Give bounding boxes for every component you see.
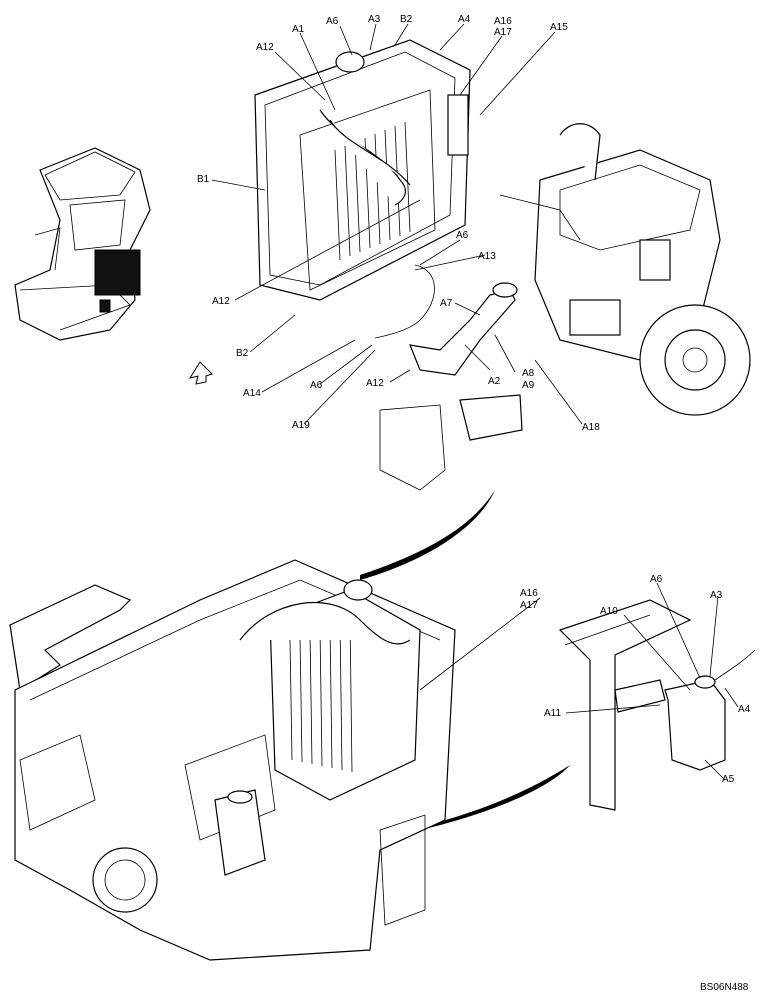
radiator-assembly bbox=[254, 39, 471, 301]
lower-reserve-tank bbox=[214, 789, 266, 876]
callout-a6-top: A6 bbox=[326, 16, 339, 27]
callout-a12-top: A12 bbox=[256, 42, 274, 53]
callout-a14: A14 bbox=[243, 388, 261, 399]
oil-cooler-bracket bbox=[447, 94, 469, 156]
callout-a12-low: A12 bbox=[366, 378, 384, 389]
callout-a17-top: A17 bbox=[494, 27, 512, 38]
drawing-code: BS06N488 bbox=[700, 982, 749, 993]
callout-labels: A1 A6 A3 B2 A4 A16 A17 A15 A12 B1 A6 A13… bbox=[197, 14, 751, 785]
callout-a4-top: A4 bbox=[458, 14, 471, 25]
callout-a6-low: A6 bbox=[310, 380, 323, 391]
callout-a2: A2 bbox=[488, 376, 501, 387]
callout-a15: A15 bbox=[550, 22, 568, 33]
callout-a10: A10 bbox=[600, 606, 618, 617]
callout-b2-mid: B2 bbox=[236, 348, 249, 359]
callout-b1: B1 bbox=[197, 174, 210, 185]
callout-a7: A7 bbox=[440, 298, 453, 309]
machine-overview-inset bbox=[14, 147, 151, 341]
drain-hose bbox=[374, 264, 435, 339]
starter-motor bbox=[569, 299, 621, 336]
callout-a8: A8 bbox=[522, 368, 535, 379]
leader-lines bbox=[211, 23, 739, 781]
callout-a3-top: A3 bbox=[368, 14, 381, 25]
front-direction-arrow bbox=[188, 361, 213, 385]
callout-a3-tank: A3 bbox=[710, 590, 723, 601]
callout-b2-top: B2 bbox=[400, 14, 413, 25]
reserve-tank-cap bbox=[694, 675, 716, 689]
engine-block bbox=[499, 123, 751, 416]
radiator-cap bbox=[335, 51, 365, 73]
lower-radiator-core bbox=[239, 579, 421, 801]
callout-a17-lower: A17 bbox=[520, 600, 538, 611]
tank-bracket bbox=[614, 679, 666, 713]
detail-pointer-upper bbox=[360, 490, 495, 580]
callout-a6-tank: A6 bbox=[650, 574, 663, 585]
callout-a12-mid: A12 bbox=[212, 296, 230, 307]
callout-a4-tank: A4 bbox=[738, 704, 751, 715]
air-intake-pipe bbox=[559, 123, 601, 181]
callout-a6-mid: A6 bbox=[456, 230, 469, 241]
callout-a9: A9 bbox=[522, 380, 535, 391]
engine-mount-boss bbox=[92, 847, 158, 913]
callout-a5: A5 bbox=[722, 774, 735, 785]
callout-a16-lower: A16 bbox=[520, 588, 538, 599]
reserve-tank-detail bbox=[558, 599, 756, 811]
reserve-tank bbox=[664, 679, 726, 771]
callout-a13: A13 bbox=[478, 251, 496, 262]
callout-a19: A19 bbox=[292, 420, 310, 431]
mounting-bracket bbox=[459, 394, 523, 441]
callout-a16-top: A16 bbox=[494, 16, 512, 27]
callout-a11: A11 bbox=[544, 708, 561, 719]
overflow-hose bbox=[714, 649, 756, 681]
lower-radiator-hose bbox=[409, 289, 516, 376]
callout-a18: A18 bbox=[582, 422, 600, 433]
callout-a1: A1 bbox=[292, 24, 305, 35]
engine-highlight-block bbox=[94, 249, 141, 296]
